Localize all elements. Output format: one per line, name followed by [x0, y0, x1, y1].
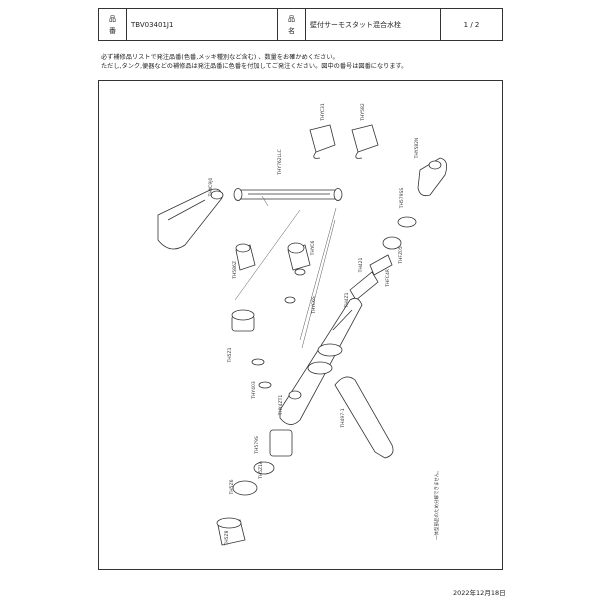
drawing-frame [98, 80, 503, 570]
part-label: TH586Z [232, 261, 238, 280]
union-nut [232, 429, 293, 496]
wall-bracket-1 [309, 124, 336, 159]
note-line-2: ただし,タンク,便器などの補修品は発注品番に色番を付加してご発注ください。図中の… [101, 62, 408, 70]
shower-head [157, 188, 224, 250]
pin-part [332, 309, 353, 331]
elbow-fitting [235, 243, 256, 271]
product-name: 壁付サーモスタット混合水栓 [306, 9, 441, 40]
part-label: THYC9J0 [208, 177, 214, 197]
product-no: TBV03401J1 [127, 9, 278, 40]
side-note: 一体型部品のため分解できません。 [433, 468, 440, 540]
part-label: THYC6S [311, 296, 317, 315]
mixer-body [279, 297, 363, 425]
ring-part [382, 236, 402, 250]
shower-hose [233, 188, 343, 201]
issue-date: 2022年12月18日 [453, 589, 506, 597]
part-label: TH5Z8 [224, 530, 230, 546]
part-label: THY4ZT1 [278, 395, 284, 417]
ordering-notes: 必ず補修品リストで発注品番(色番,メッキ種別など含む) 、数量をお確かめください… [101, 54, 407, 71]
part-label: TH579S [254, 436, 260, 455]
side-note-text: 一体型部品のため分解できません。 [433, 468, 440, 540]
part-label: THY403 [251, 381, 257, 400]
part-label: THY582 [360, 103, 366, 122]
part-label: THFZ05 [398, 246, 404, 265]
temperature-handle [417, 157, 448, 197]
thermostat-cartridge [349, 254, 393, 301]
part-label: TH497-1 [340, 408, 346, 428]
part-label: TH4Z1 [344, 292, 350, 308]
wall-bracket-2 [351, 124, 379, 159]
valve-fitting [284, 242, 311, 304]
part-label: THYC31 [320, 103, 326, 122]
leader-lines [234, 195, 337, 349]
product-no-label: 品 番 [99, 9, 127, 40]
escutcheon [216, 517, 246, 546]
note-line-1: 必ず補修品リストで発注品番(色番,メッキ種別など含む) 、数量をお確かめください… [101, 54, 339, 61]
check-valve [231, 309, 272, 389]
spout [334, 376, 394, 459]
part-label: TH579SS [399, 188, 405, 210]
ring-part [397, 216, 417, 228]
part-label: TH5Z1A [258, 460, 264, 480]
part-label: THFC4R [385, 269, 391, 288]
product-name-label: 品 名 [278, 9, 306, 40]
part-label: THY582N [414, 138, 420, 160]
part-label: TH5Z6 [229, 479, 235, 495]
title-block: 品 番 TBV03401J1 品 名 壁付サーモスタット混合水栓 1 / 2 [98, 8, 503, 41]
part-label: TH421 [358, 258, 364, 274]
part-label: TH5Z1 [227, 347, 233, 363]
part-label: THY762LLC [277, 149, 283, 176]
page-number: 1 / 2 [463, 20, 480, 29]
part-label: THYC6 [310, 241, 316, 257]
